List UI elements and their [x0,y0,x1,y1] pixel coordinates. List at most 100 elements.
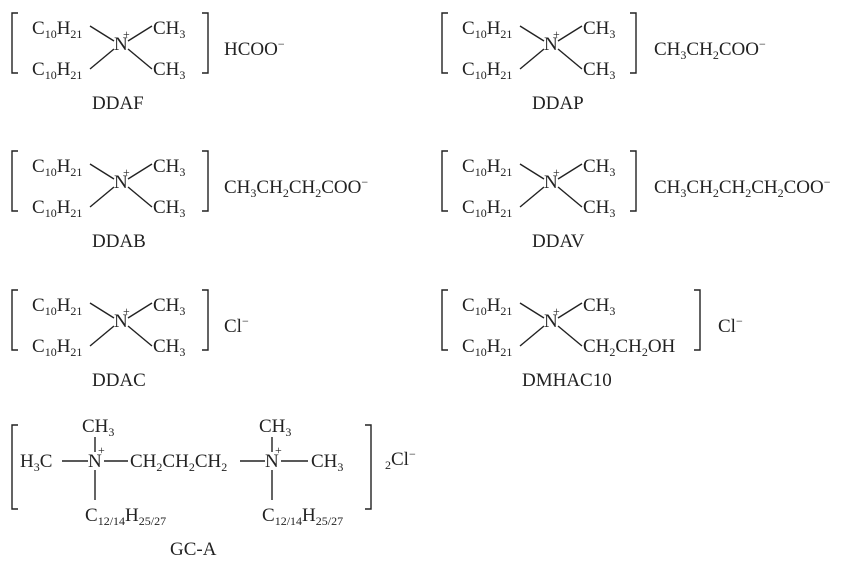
bond-chain-bottom [519,325,545,347]
long-chain-2: C12/14H25/27 [262,505,343,528]
bond-methyl-bottom [127,325,153,347]
bond-methyl-top [127,302,153,319]
methyl-bottom: CH3 [583,59,615,82]
decyl-chain-top: C10H21 [32,18,82,41]
right-bracket [630,150,637,212]
compound-name: DDAF [92,93,144,114]
nitrogen-atom: N [544,172,558,193]
spacer-group: CH2CH2CH2 [130,451,227,474]
methyl-top: CH3 [583,156,615,179]
decyl-chain-top: C10H21 [32,295,82,318]
decyl-chain-bottom: C10H21 [32,59,82,82]
methyl-top: CH3 [583,18,615,41]
hydroxyethyl-group: CH2CH2OH [583,336,676,359]
nitrogen-atom: N [114,34,128,55]
compound-name: DDAV [532,231,585,252]
anion: 2Cl− [385,447,416,472]
right-bracket [202,12,209,74]
bond-chain-top [89,302,115,319]
decyl-chain-top: C10H21 [32,156,82,179]
top-methyl-1: CH3 [82,416,114,439]
right-bracket [630,12,637,74]
nitrogen-atom-1: N [88,451,102,472]
methyl-top: CH3 [153,156,185,179]
bond-chain-top [89,163,115,180]
bond-chain-bottom [89,325,115,347]
bond-methyl-top [557,302,583,319]
decyl-chain-bottom: C10H21 [32,197,82,220]
bond-methyl-bottom [557,325,583,347]
anion: Cl− [718,314,743,337]
left-bracket [441,12,448,74]
positive-charge-1: + [98,443,105,457]
positive-charge: + [553,27,560,41]
anion: Cl− [224,314,249,337]
bond-chain-top [519,163,545,180]
left-bracket [11,424,18,510]
decyl-chain-bottom: C10H21 [462,336,512,359]
methyl-bottom: CH3 [583,197,615,220]
bond-chain-bottom [89,48,115,70]
right-bracket [202,289,209,351]
positive-charge: + [123,304,130,318]
decyl-chain-bottom: C10H21 [32,336,82,359]
methyl-bottom: CH3 [153,59,185,82]
bond-methyl-bottom [127,186,153,208]
decyl-chain-top: C10H21 [462,295,512,318]
bond-chain-top [89,25,115,42]
anion: HCOO− [224,37,285,60]
methyl-bottom: CH3 [153,197,185,220]
nitrogen-atom: N [114,311,128,332]
positive-charge-2: + [275,443,282,457]
methyl-top: CH3 [583,295,615,318]
right-bracket [365,424,372,510]
bond-chain-top [519,302,545,319]
bond-methyl-top [557,163,583,180]
bond-methyl-bottom [557,186,583,208]
methyl-top: CH3 [153,295,185,318]
right-methyl-group: CH3 [311,451,343,474]
bond-methyl-bottom [557,48,583,70]
methyl-top: CH3 [153,18,185,41]
decyl-chain-top: C10H21 [462,156,512,179]
left-bracket [11,12,18,74]
bond-methyl-bottom [127,48,153,70]
nitrogen-atom: N [544,34,558,55]
methyl-bottom: CH3 [153,336,185,359]
left-methyl-group: H3C [20,451,52,474]
anion: CH3CH2CH2COO− [224,175,368,200]
bond-methyl-top [127,25,153,42]
nitrogen-atom: N [544,311,558,332]
positive-charge: + [123,27,130,41]
bond-methyl-top [127,163,153,180]
compound-name: GC-A [170,539,217,560]
anion: CH3CH2COO− [654,37,766,62]
compound-name: DDAP [532,93,584,114]
bond-methyl-top [557,25,583,42]
nitrogen-atom: N [114,172,128,193]
right-bracket [202,150,209,212]
left-bracket [441,150,448,212]
left-bracket [11,289,18,351]
compound-name: DDAB [92,231,146,252]
decyl-chain-bottom: C10H21 [462,59,512,82]
bond-chain-bottom [89,186,115,208]
right-bracket [694,289,701,351]
compound-name: DMHAC10 [522,370,612,391]
decyl-chain-top: C10H21 [462,18,512,41]
decyl-chain-bottom: C10H21 [462,197,512,220]
anion: CH3CH2CH2CH2COO− [654,175,831,200]
compound-name: DDAC [92,370,146,391]
long-chain-1: C12/14H25/27 [85,505,166,528]
positive-charge: + [553,165,560,179]
positive-charge: + [553,304,560,318]
nitrogen-atom-2: N [265,451,279,472]
